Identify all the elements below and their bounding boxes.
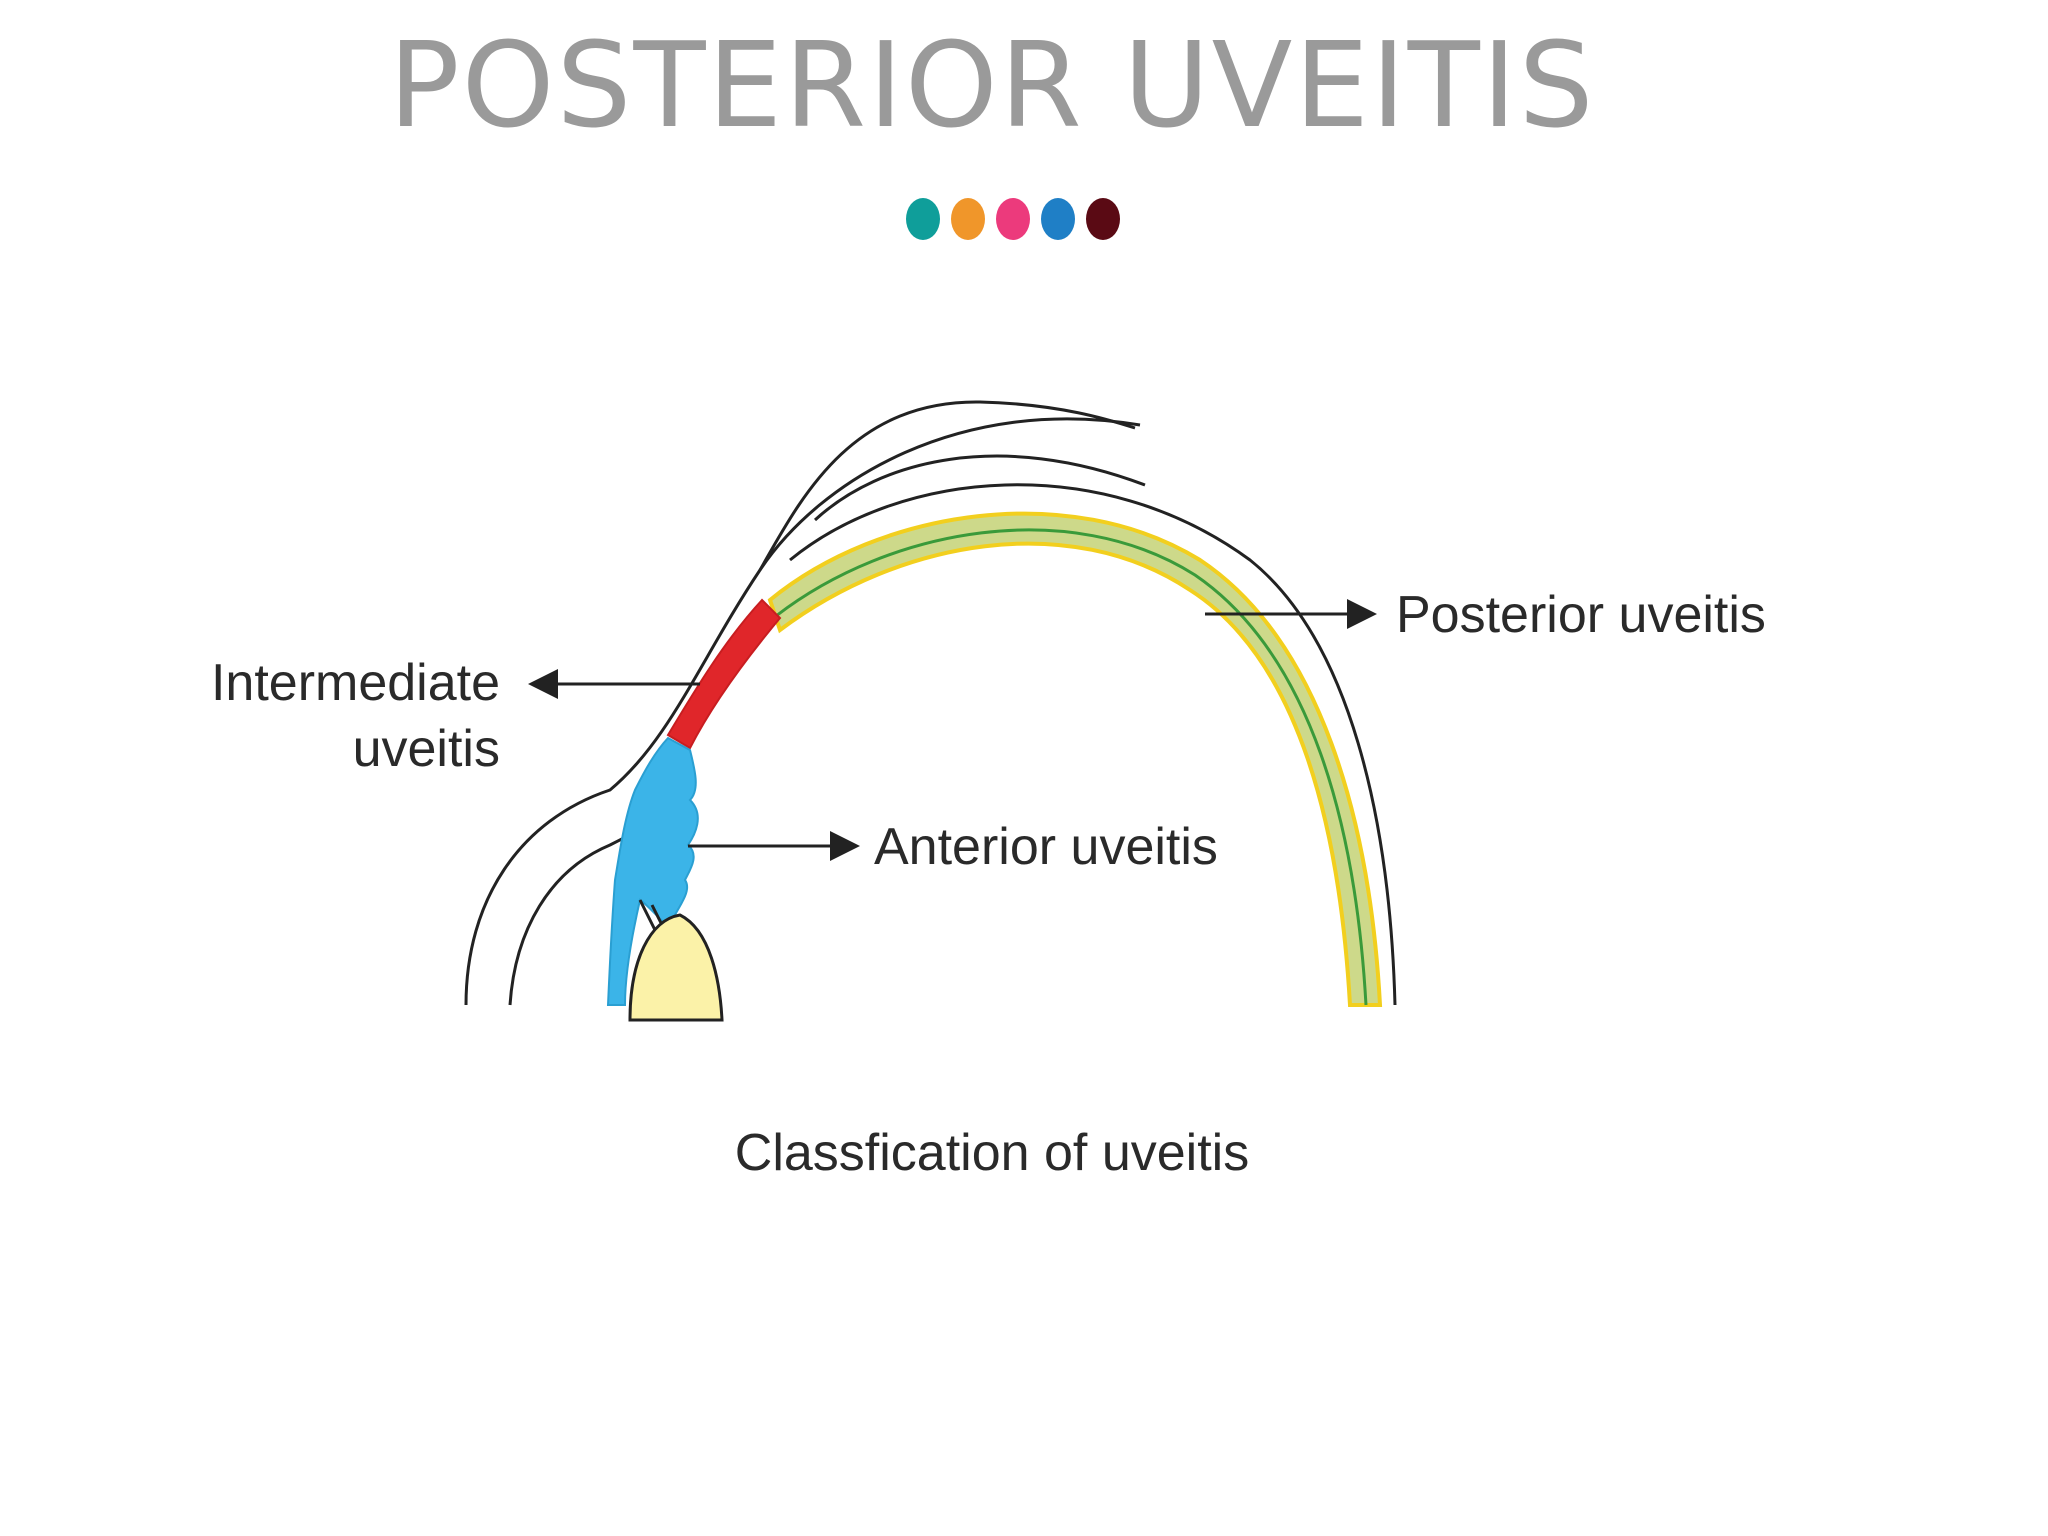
dot-blue bbox=[1041, 198, 1075, 240]
dot-teal bbox=[906, 198, 940, 240]
diagram-caption: Classfication of uveitis bbox=[735, 1124, 1249, 1182]
lid-inner-line bbox=[813, 454, 1146, 522]
label-anterior: Anterior uveitis bbox=[874, 818, 1218, 876]
label-posterior: Posterior uveitis bbox=[1396, 586, 1766, 644]
outer-sclera-line bbox=[464, 417, 1141, 1006]
slide-title: POSTERIOR UVEITIS bbox=[388, 16, 1596, 154]
upper-eyelid-line bbox=[758, 400, 1136, 571]
dot-orange bbox=[951, 198, 985, 240]
label-intermediate-line2: uveitis bbox=[353, 720, 500, 778]
lens bbox=[628, 913, 724, 1022]
decorative-dots bbox=[906, 198, 1120, 244]
intermediate-uvea-segment bbox=[666, 598, 782, 750]
dot-maroon bbox=[1086, 198, 1120, 240]
posterior-band-line bbox=[775, 528, 1368, 1006]
posterior-uvea-band bbox=[767, 511, 1383, 1007]
globe-outer-line bbox=[789, 483, 1397, 1006]
label-intermediate-line1: Intermediate bbox=[211, 654, 500, 712]
dot-pink bbox=[996, 198, 1030, 240]
